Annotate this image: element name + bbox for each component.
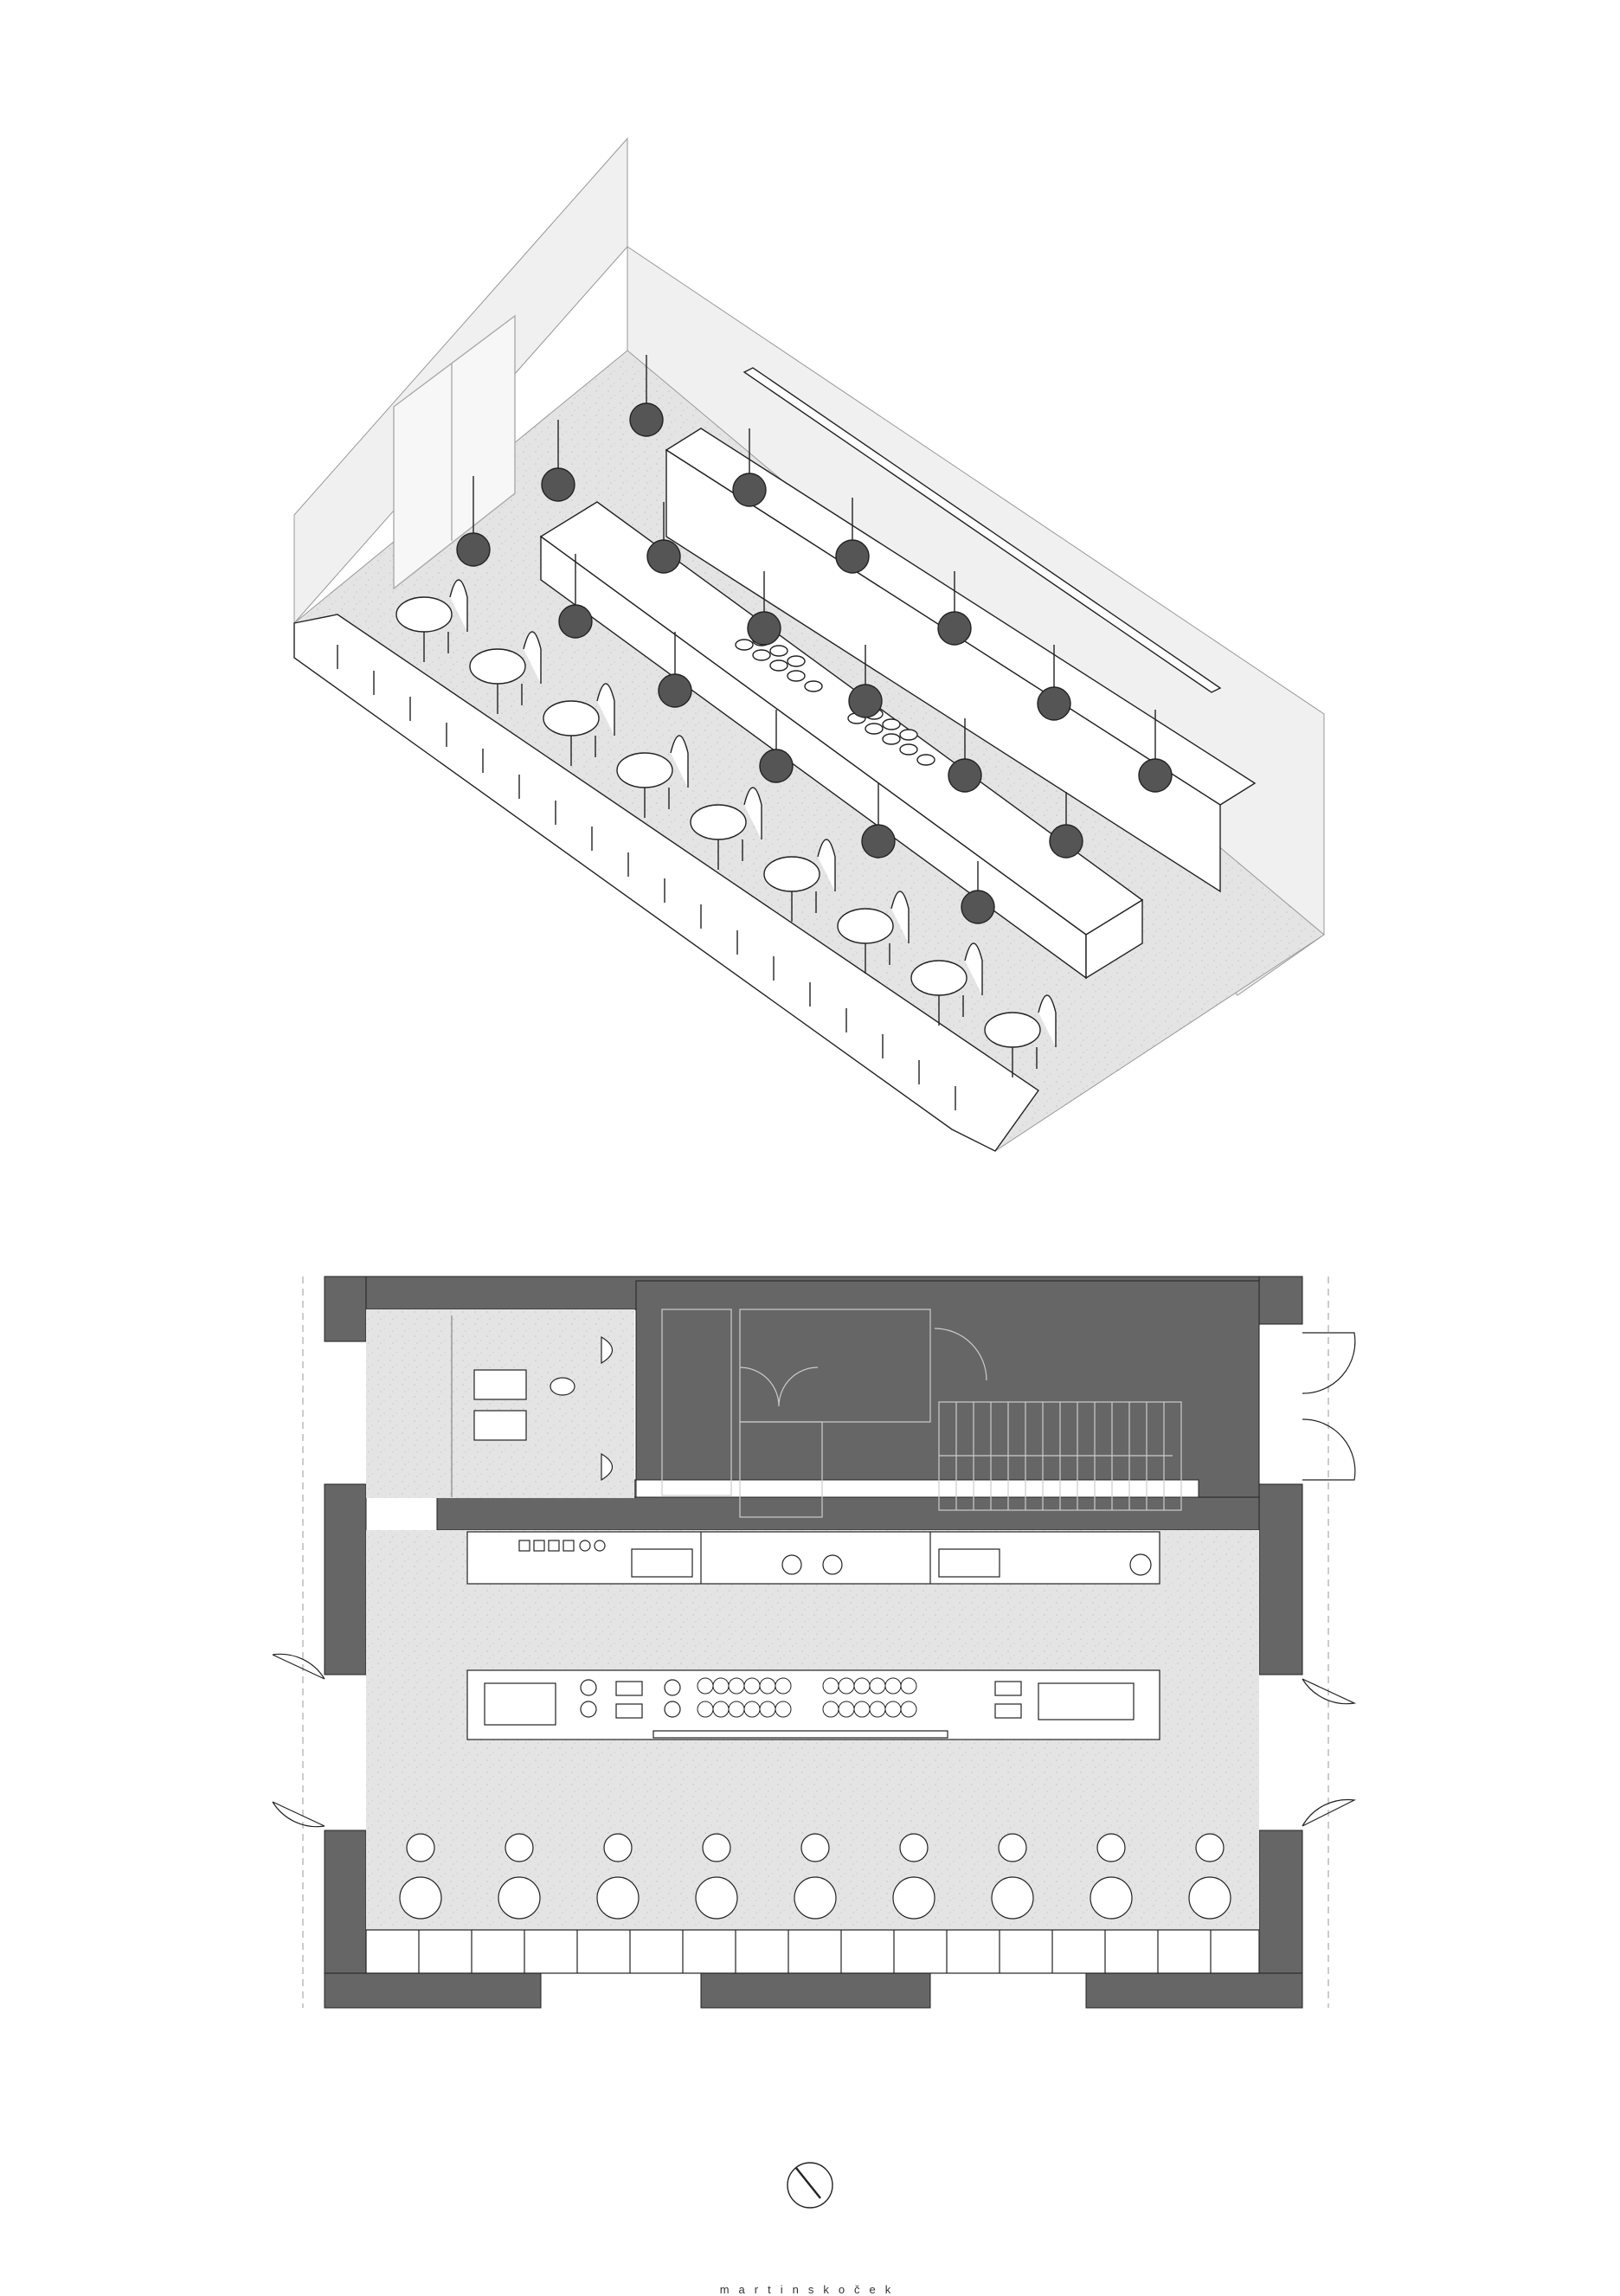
- axo-table: [763, 856, 820, 892]
- axo-pendant: [558, 604, 593, 639]
- plan-entry-floor: [366, 1309, 634, 1498]
- axo-pendant: [759, 749, 794, 783]
- plan-wall-bottom-right: [1085, 1972, 1303, 2009]
- axo-pendant: [1049, 824, 1083, 859]
- axo-chair: [447, 579, 468, 653]
- axo-pendant: [937, 611, 972, 646]
- axo-pendant: [1138, 758, 1173, 793]
- plan-walls: [324, 1276, 1303, 2009]
- plan-table-set: [399, 1833, 442, 1920]
- axo-table: [543, 700, 600, 736]
- plan-table-set: [596, 1833, 640, 1920]
- plan-seating: [399, 1833, 1231, 1920]
- axo-chair: [742, 787, 762, 861]
- plan-wall-bottom-middle: [700, 1972, 931, 2009]
- axo-chairs: [447, 579, 1057, 1069]
- plan-wall-left-middle: [324, 1483, 367, 1675]
- axo-shelf-rail: [742, 367, 1222, 693]
- axo-pendant: [747, 611, 781, 646]
- axo-tables: [395, 596, 1041, 1077]
- plan-wall-right-middle: [1258, 1483, 1303, 1675]
- axo-chair: [1036, 994, 1057, 1069]
- axo-pendant-lights: [456, 355, 1173, 924]
- axo-pendant: [961, 890, 995, 924]
- axo-pendant: [1037, 686, 1071, 721]
- axo-chair: [889, 891, 910, 965]
- axo-chair: [521, 631, 542, 705]
- axo-chair: [962, 942, 983, 1017]
- plan-wall-left-upper: [324, 1276, 367, 1342]
- axo-bar-counter-end: [1085, 898, 1143, 980]
- plan-table-set: [1090, 1833, 1133, 1920]
- axo-chair: [668, 735, 689, 809]
- plan-table-set: [794, 1833, 837, 1920]
- plan-table-set: [892, 1833, 935, 1920]
- plan-bar-counter: [466, 1669, 1160, 1740]
- axo-bench-cushions: [337, 645, 956, 1110]
- axo-pendant: [541, 467, 575, 502]
- axo-pendant: [658, 673, 692, 708]
- plan-table-set: [991, 1833, 1034, 1920]
- axo-table: [395, 596, 453, 633]
- axo-table: [910, 960, 968, 996]
- plan-back-counter: [466, 1531, 1160, 1585]
- axo-table: [616, 752, 673, 788]
- axo-bench: [293, 614, 1039, 1152]
- plan-dashed-guides: [302, 1277, 1329, 2008]
- designer-credit: martinskoček: [719, 2283, 901, 2296]
- north-arrow-icon: [787, 2162, 833, 2209]
- plan-cups: [697, 1677, 917, 1718]
- plan-wall-right-upper: [1258, 1276, 1303, 1325]
- axo-chair: [815, 839, 836, 913]
- plan-table-set: [1188, 1833, 1231, 1920]
- axo-back-counter-front: [665, 448, 1221, 893]
- plan-bench: [365, 1929, 1260, 1974]
- plan-table-set: [695, 1833, 738, 1920]
- plan-doors: [272, 1332, 1357, 1828]
- axo-table: [984, 1012, 1041, 1048]
- axo-pendant: [835, 539, 870, 574]
- plan-door-right-lower: [1302, 1678, 1357, 1827]
- plan-table-set: [498, 1833, 541, 1920]
- axo-pendant: [732, 473, 767, 507]
- plan-door-left: [272, 1653, 325, 1828]
- axo-pendant: [629, 402, 664, 437]
- axo-pendant: [646, 539, 681, 574]
- axo-pendant: [948, 758, 982, 793]
- axonometric-view: [293, 137, 1325, 1152]
- axo-table: [469, 648, 526, 685]
- axo-table: [837, 908, 894, 944]
- plan-wc: [451, 1315, 614, 1497]
- axo-pendant: [456, 532, 491, 567]
- axo-pendant: [861, 824, 896, 859]
- plan-door-right-upper: [1302, 1332, 1356, 1481]
- axo-table: [690, 804, 747, 840]
- axo-glazed-door: [393, 314, 516, 590]
- plan-wall-bottom-left: [324, 1972, 542, 2009]
- axo-pendant: [848, 684, 883, 718]
- floor-plan: [272, 1276, 1357, 2009]
- plan-service-rooms: [661, 1309, 1182, 1518]
- plan-partition: [436, 1496, 1260, 1531]
- axo-chair: [595, 683, 615, 757]
- axo-cups: [735, 634, 935, 766]
